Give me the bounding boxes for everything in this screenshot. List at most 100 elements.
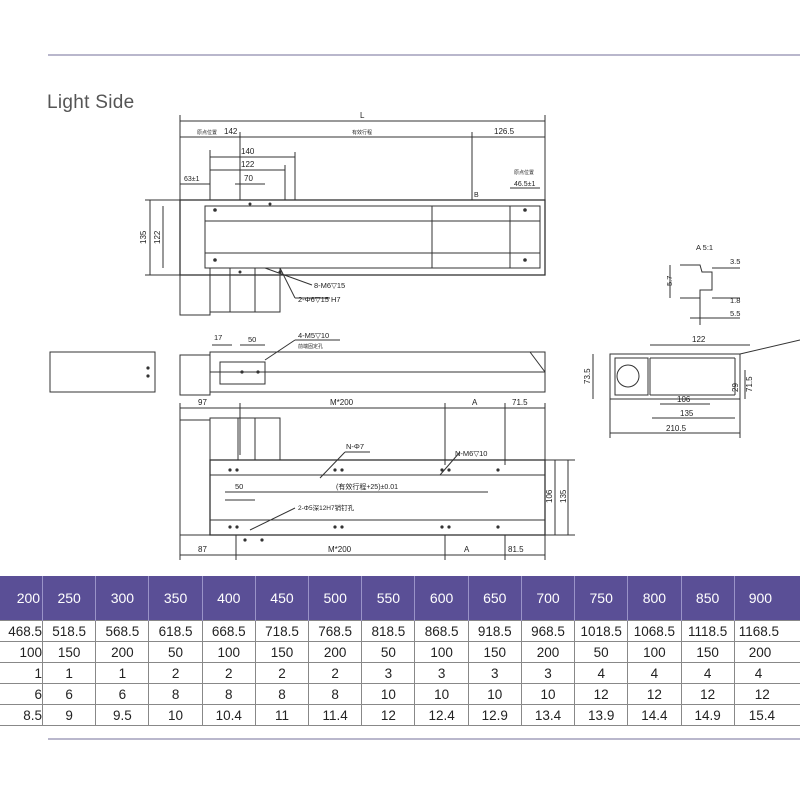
table-row: 8.5 9 9.5 10 10.4 11 11.4 12 12.4 12.9 1… xyxy=(0,704,800,726)
table-cell: 868.5 xyxy=(414,620,469,642)
dim-122-top: 122 xyxy=(241,160,255,169)
table-cell: 15.4 xyxy=(734,704,800,726)
table-cell: 150 xyxy=(681,641,735,663)
dim-height-122: 122 xyxy=(153,230,162,244)
detail-a xyxy=(669,264,740,325)
table-cell: 200 xyxy=(95,641,150,663)
table-cell: 1018.5 xyxy=(574,620,629,642)
detail-a-label: A 5:1 xyxy=(696,243,713,252)
dim-height-135: 135 xyxy=(139,230,148,244)
table-cell: 918.5 xyxy=(468,620,522,642)
table-cell: 10 xyxy=(521,683,576,705)
table-cell: 518.5 xyxy=(42,620,97,642)
table-cell: 10 xyxy=(148,704,203,726)
table-cell: 1 xyxy=(42,662,97,684)
dim-50-bottom: 50 xyxy=(235,482,243,491)
table-header-cell: 650 xyxy=(468,576,522,621)
table-cell: 768.5 xyxy=(308,620,363,642)
table-cell: 3 xyxy=(361,662,416,684)
table-cell: 718.5 xyxy=(255,620,310,642)
table-cell: 10 xyxy=(468,683,522,705)
table-cell: 50 xyxy=(148,641,203,663)
table-cell: 3 xyxy=(521,662,576,684)
dim-m200-top: M*200 xyxy=(330,398,354,407)
table-cell: 6 xyxy=(42,683,97,705)
table-cell: 4 xyxy=(574,662,629,684)
table-cell: 150 xyxy=(255,641,310,663)
table-header-cell: 700 xyxy=(521,576,576,621)
dim-right-offset: 126.5 xyxy=(494,127,515,136)
table-cell: 200 xyxy=(521,641,576,663)
table-header-cell: 300 xyxy=(95,576,150,621)
callout-m6: 8-M6▽15 xyxy=(314,281,345,290)
table-cell: 468.5 xyxy=(0,620,44,642)
table-cell: 2 xyxy=(148,662,203,684)
dim-50-mid: 50 xyxy=(248,335,256,344)
callout-nm6: N-M6▽10 xyxy=(455,449,487,458)
table-row: 468.5 518.5 568.5 618.5 668.5 718.5 768.… xyxy=(0,620,800,642)
table-header-cell: 850 xyxy=(681,576,735,621)
table-cell: 50 xyxy=(574,641,629,663)
table-cell: 11.4 xyxy=(308,704,363,726)
table-cell: 12 xyxy=(361,704,416,726)
callout-pin-6: 2-Φ6▽15 H7 xyxy=(298,295,341,304)
table-cell: 12 xyxy=(627,683,682,705)
dim-46: 46.5±1 xyxy=(514,181,535,188)
dim-overall-length: L xyxy=(360,111,365,120)
table-cell: 618.5 xyxy=(148,620,203,642)
table-header-cell: 450 xyxy=(255,576,310,621)
table-cell: 9.5 xyxy=(95,704,150,726)
dim-71: 71.5 xyxy=(512,398,528,407)
table-header-cell: 500 xyxy=(308,576,363,621)
table-cell: 968.5 xyxy=(521,620,576,642)
front-view xyxy=(145,115,546,316)
bottom-view xyxy=(179,403,575,560)
table-cell: 8 xyxy=(308,683,363,705)
dim-height-106: 106 xyxy=(545,489,554,503)
table-cell: 4 xyxy=(734,662,800,684)
table-cell: 13.9 xyxy=(574,704,629,726)
table-header-row: 200 250 300 350 400 450 500 550 600 650 … xyxy=(0,576,800,621)
table-cell: 568.5 xyxy=(95,620,150,642)
table-cell: 2 xyxy=(255,662,310,684)
table-cell: 12 xyxy=(681,683,735,705)
table-cell: 12 xyxy=(574,683,629,705)
table-cell: 100 xyxy=(0,641,44,663)
dim-1-8: 1.8 xyxy=(730,296,740,305)
table-cell: 668.5 xyxy=(202,620,256,642)
table-cell: 4 xyxy=(681,662,735,684)
table-cell: 1068.5 xyxy=(627,620,682,642)
table-cell: 8 xyxy=(148,683,203,705)
table-header-cell: 350 xyxy=(148,576,203,621)
dim-63: 63±1 xyxy=(184,176,200,183)
table-cell: 100 xyxy=(202,641,256,663)
table-cell: 100 xyxy=(627,641,682,663)
table-cell: 8 xyxy=(202,683,256,705)
label-effective-stroke: 有效行程 xyxy=(352,129,372,136)
table-row: 100 150 200 50 100 150 200 50 100 150 20… xyxy=(0,641,800,663)
table-header-cell: 550 xyxy=(361,576,416,621)
dim-106-end: 106 xyxy=(677,395,691,404)
dim-height-135-bottom: 135 xyxy=(559,489,568,503)
table-header-cell: 250 xyxy=(42,576,97,621)
callout-m5-note: 前端固定孔 xyxy=(298,343,323,350)
table-cell: 8 xyxy=(255,683,310,705)
table-cell: 150 xyxy=(468,641,522,663)
table-header-cell: 800 xyxy=(627,576,682,621)
table-cell: 150 xyxy=(42,641,97,663)
table-cell: 2 xyxy=(202,662,256,684)
table-row: 1 1 1 2 2 2 2 3 3 3 3 4 4 4 4 xyxy=(0,662,800,684)
table-cell: 10.4 xyxy=(202,704,256,726)
table-header-cell: 200 xyxy=(0,576,44,621)
table-cell: 1 xyxy=(0,662,44,684)
dim-5-5: 5.5 xyxy=(730,309,740,318)
dim-71-5-end: 71.5 xyxy=(745,376,754,392)
table-cell: 8.5 xyxy=(0,704,44,726)
dim-73-5: 73.5 xyxy=(583,368,592,384)
callout-pin-5: 2-Φ5深12H7销钉孔 xyxy=(298,503,355,512)
label-origin-right: 原点位置 xyxy=(514,169,534,176)
technical-drawing: L 原点位置 142 有效行程 126.5 140 122 70 63±1 原点… xyxy=(49,111,800,560)
table-cell: 10 xyxy=(414,683,469,705)
table-cell: 10 xyxy=(361,683,416,705)
end-view xyxy=(592,339,800,438)
